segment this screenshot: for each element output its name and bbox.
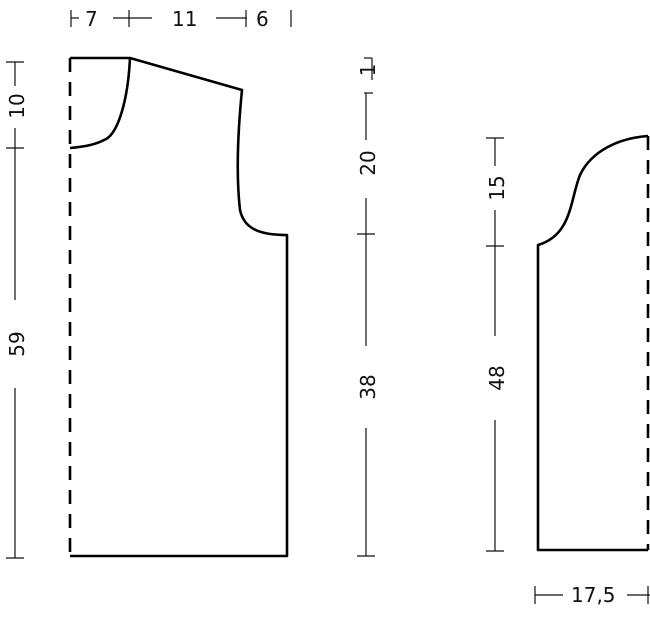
dim-side-length: 38 <box>356 374 380 399</box>
dim-neck-width: 7 <box>85 7 98 31</box>
body-top-dimensions: 7 11 6 <box>70 7 292 31</box>
dim-shoulder-slope: 1 <box>356 64 380 77</box>
dim-total-length: 59 <box>5 331 29 356</box>
body-right-dimensions: 1 20 38 <box>356 57 380 557</box>
dim-shoulder-width: 11 <box>172 7 197 31</box>
dim-armhole-height: 20 <box>356 150 380 175</box>
neckline <box>69 56 132 150</box>
sleeve-piece <box>536 134 650 552</box>
dim-neck-depth: 10 <box>5 93 29 118</box>
sleeve-dimensions: 15 48 17,5 <box>485 137 650 607</box>
dim-sleeve-width: 17,5 <box>571 583 616 607</box>
dim-sleeve-length: 48 <box>485 365 509 390</box>
body-piece <box>68 56 289 558</box>
dim-armhole-width: 6 <box>256 7 269 31</box>
dim-sleeve-cap: 15 <box>485 175 509 200</box>
body-outline <box>70 56 289 558</box>
body-left-dimensions: 10 59 <box>5 61 29 559</box>
sleeve-outline <box>536 134 649 552</box>
